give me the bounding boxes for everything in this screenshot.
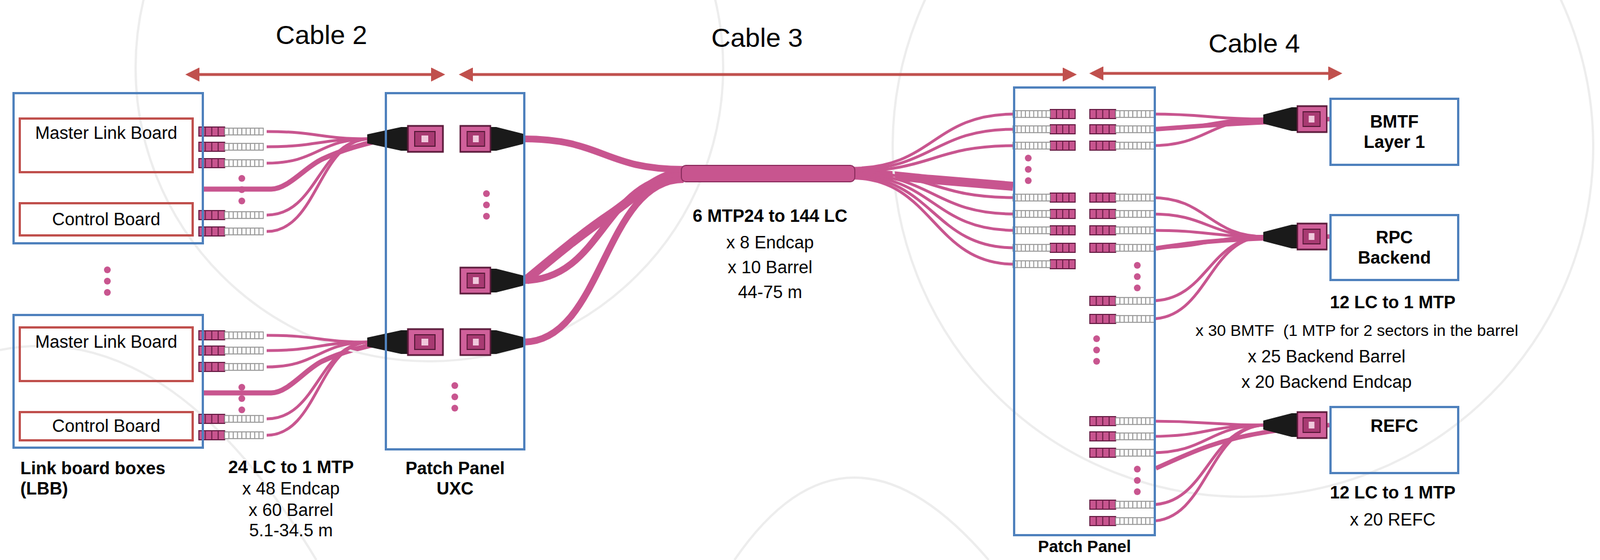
cable-spec: x 10 Barrel	[572, 257, 968, 278]
cable-spec: x 48 Endcap	[93, 479, 489, 500]
cable-spec: x 25 Backend Barrel	[1128, 346, 1525, 368]
cable-spec: x 60 Barrel	[93, 500, 489, 521]
box-label: Master Link Board	[35, 332, 178, 353]
patch-panel: Patch Panel UXC	[384, 92, 526, 451]
cable-spec: 6 MTP24 to 144 LC	[572, 206, 968, 227]
backend-box: RPC Backend	[1329, 214, 1460, 282]
cable-name: Cable 2	[123, 19, 520, 51]
cable-spec: x 20 Backend Endcap	[1128, 372, 1525, 393]
box-label: Control Board	[51, 416, 160, 437]
board-box: Master Link Board	[18, 326, 194, 383]
cable-spec: x 8 Endcap	[572, 232, 968, 254]
board-box: Master Link Board	[18, 117, 194, 174]
box-heading: Link board boxes (LBB)	[20, 458, 185, 499]
board-box: Control Board	[18, 411, 194, 442]
box-heading: Patch Panel UXC	[397, 458, 513, 499]
board-box: Control Board	[18, 202, 194, 237]
cable-spec: 12 LC to 1 MTP	[1194, 483, 1591, 504]
cable-spec: 12 LC to 1 MTP	[1194, 292, 1591, 313]
cable-spec: x 20 REFC	[1194, 510, 1591, 531]
patch-panel: Patch Panel	[1012, 86, 1156, 537]
link-board-box: Master Link BoardControl BoardLink board…	[12, 314, 204, 450]
backend-box: BMTF Layer 1	[1329, 97, 1460, 167]
cable-spec: 44-75 m	[572, 282, 968, 303]
box-label: Control Board	[51, 209, 160, 230]
box-label: RPC Backend	[1349, 227, 1440, 268]
cable-name: Cable 4	[1056, 28, 1452, 59]
cable-name: Cable 3	[559, 22, 955, 54]
cable-spec: 24 LC to 1 MTP	[93, 457, 489, 478]
box-label: BMTF Layer 1	[1349, 111, 1440, 152]
box-label: Master Link Board	[35, 123, 178, 144]
cable-spec: 5.1-34.5 m	[93, 520, 489, 542]
link-board-box: Master Link BoardControl Board	[12, 92, 204, 245]
box-label: REFC	[1370, 416, 1419, 437]
box-heading: Patch Panel	[1001, 537, 1168, 557]
backend-box: REFC	[1329, 406, 1460, 475]
cable-spec: x 30 BMTF (1 MTP for 2 sectors in the ba…	[1195, 321, 1519, 341]
